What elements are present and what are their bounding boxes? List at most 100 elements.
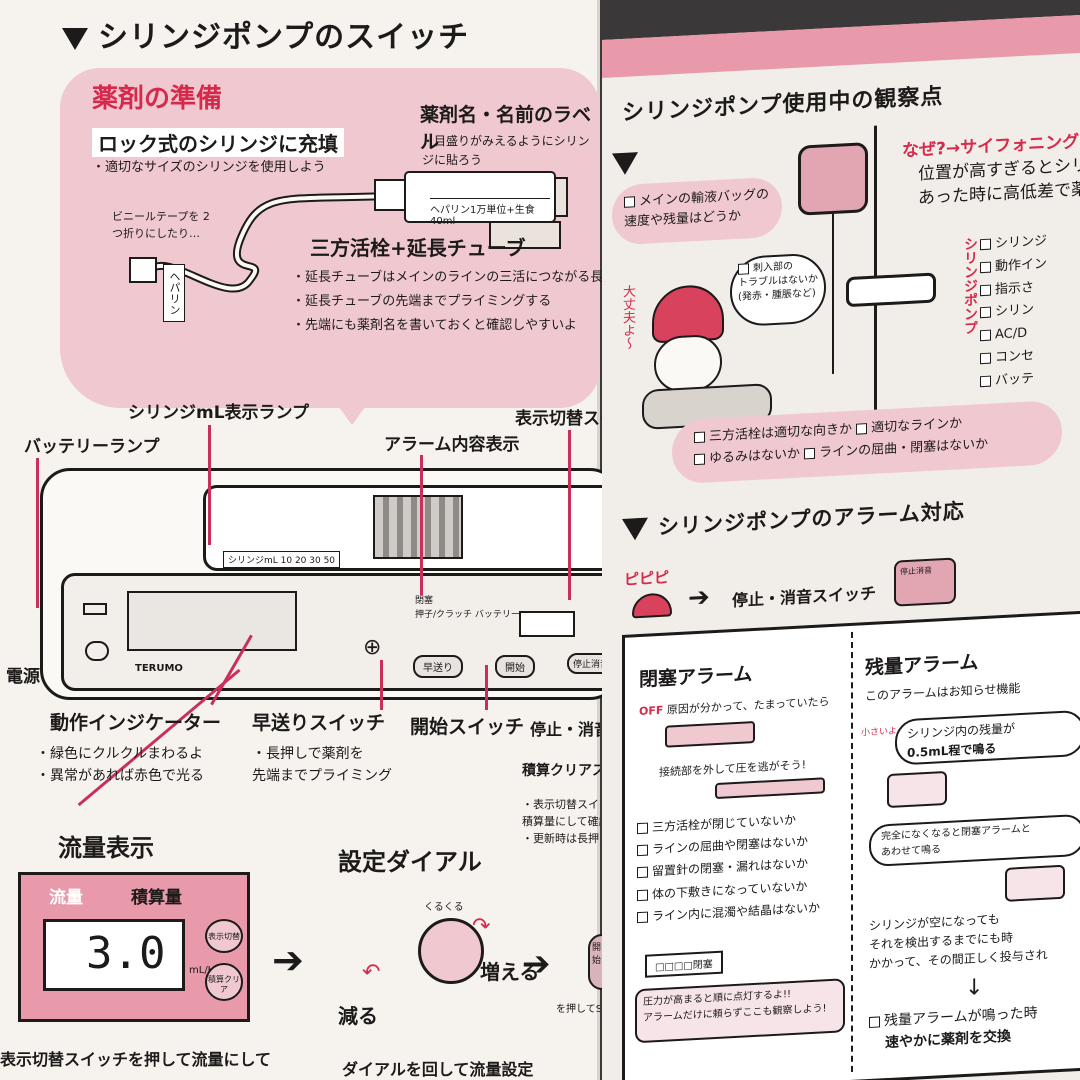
remaining-bubble-1: シリンジ内の残量が 0.5mL程で鳴る bbox=[895, 709, 1080, 766]
triangle-bullet-icon bbox=[62, 27, 88, 50]
tape-note: ビニールテープを 2つ折りにしたり… bbox=[112, 210, 210, 241]
syringe-pump-illustration: シリンジmL 10 20 30 50 ⊕ TERUMO 閉塞 押子/クラッチ バ… bbox=[40, 468, 623, 700]
callout-pointer-icon bbox=[330, 395, 374, 425]
rate-value: 3.0 bbox=[86, 928, 166, 979]
checkbox-icon bbox=[637, 889, 648, 901]
remaining-heading: 残量アラーム bbox=[865, 651, 979, 680]
label-fast-forward: 早送りスイッチ bbox=[252, 712, 386, 734]
label-stop: 停止・消音スイッチ bbox=[530, 720, 600, 739]
display-switch-button[interactable]: 表示切替 bbox=[205, 919, 243, 953]
occlusion-release: 接続部を外して圧を逃がそう! bbox=[659, 758, 807, 780]
flow-display-panel: 流量 積算量 3.0 mL/H 表示切替 積算クリア bbox=[18, 872, 250, 1022]
checkbox-icon bbox=[624, 196, 635, 208]
indicator-notes: ・緑色にクルクルまわるよ ・異常があれば赤色で光る bbox=[36, 744, 204, 787]
crosshair-icon: ⊕ bbox=[363, 635, 382, 660]
leader-line bbox=[36, 458, 39, 608]
curve-arrow-icon: ↶ bbox=[362, 960, 381, 985]
clear-notes: ・表示切替スイッチで 積算量にして確認 ・更新時は長押しで bbox=[522, 796, 600, 847]
leader-line bbox=[380, 660, 383, 710]
syringe-tube-illustration bbox=[129, 171, 568, 293]
decrease-label: 減る bbox=[338, 1004, 378, 1028]
checkbox-icon bbox=[637, 866, 648, 879]
remaining-bubble-2: 完全になくなると閉塞アラームと あわせて鳴る bbox=[869, 813, 1080, 868]
power-button[interactable] bbox=[85, 641, 109, 661]
syringe-face-icon bbox=[887, 770, 947, 809]
fast-forward-button[interactable]: 早送り bbox=[413, 655, 463, 678]
alarm-box: 閉塞アラーム OFF 原因が分かって、たまっていたら 接続部を外して圧を逃がそう… bbox=[622, 610, 1080, 1080]
stopcock-note: ・先端にも薬剤名を書いておくと確認しやすいよ bbox=[292, 318, 577, 334]
divider bbox=[851, 631, 853, 1072]
page-header-strip bbox=[602, 14, 1080, 78]
checkbox-icon bbox=[980, 306, 991, 319]
section-title-observation-row bbox=[612, 150, 648, 177]
checkbox-icon bbox=[980, 238, 991, 251]
total-clear-button[interactable]: 積算クリア bbox=[205, 963, 243, 1001]
checkbox-icon bbox=[980, 329, 991, 342]
section-title-switches: シリンジポンプのスイッチ bbox=[62, 12, 469, 56]
rate-display bbox=[519, 611, 575, 637]
label-start: 開始スイッチ bbox=[410, 716, 525, 738]
spin-note: くるくる bbox=[424, 902, 464, 913]
site-check: 刺入部の トラブルはないか (発赤・腫脹など) bbox=[738, 260, 818, 303]
syringe-face-icon bbox=[1005, 864, 1065, 902]
rate-unit: mL/H bbox=[189, 965, 216, 976]
leader-line bbox=[568, 430, 571, 600]
rate-label: 流量 bbox=[49, 888, 83, 908]
lock-note: ・適切なサイズのシリンジを使用しよう bbox=[92, 160, 326, 175]
remaining-final: 残量アラームが鳴った時 速やかに薬剤を交換 bbox=[869, 1000, 1080, 1056]
stopcock-notes: ・延長チューブはメインのラインの三活につながる長さのものを ・延長チューブの先端… bbox=[292, 268, 602, 336]
alarm-item: 押子/クラッチ bbox=[415, 609, 473, 620]
checkbox-icon bbox=[856, 423, 868, 435]
checkbox-icon bbox=[804, 447, 816, 460]
label-power: 電源 bbox=[6, 667, 40, 687]
occlusion-lamp: □□□□閉塞 bbox=[645, 950, 723, 978]
increase-label: 増える bbox=[480, 960, 540, 984]
dial-heading: 設定ダイアル bbox=[338, 848, 482, 876]
iv-bag-icon bbox=[798, 142, 868, 216]
dial-knob-icon bbox=[418, 918, 484, 984]
checkbox-icon bbox=[637, 822, 648, 835]
remaining-sub: このアラームはお知らせ機能 bbox=[865, 681, 1021, 704]
note-line: ・緑色にクルクルまわるよ bbox=[36, 746, 204, 762]
checkbox-icon bbox=[980, 352, 991, 364]
label-heading: 薬剤名・名前のラベル bbox=[420, 104, 592, 153]
checkbox-icon bbox=[694, 453, 705, 466]
arrow-right-icon: ➔ bbox=[272, 938, 304, 982]
remaining-text-3: シリンジが空になっても それを検出するまでにも時 かかって、その間正しく投与され bbox=[869, 906, 1080, 975]
patient-speech: 大丈夫よ〜 bbox=[620, 284, 635, 351]
tape-tag: ヘパリン bbox=[163, 264, 185, 322]
checkbox-icon bbox=[738, 262, 749, 275]
rate-screen: 3.0 bbox=[43, 919, 185, 991]
mini-pump-icon bbox=[846, 272, 936, 308]
curve-arrow-icon: ↷ bbox=[472, 914, 491, 939]
arrow-right-icon: ➔ bbox=[522, 944, 551, 984]
flow-heading: 流量表示 bbox=[58, 834, 154, 862]
note-line: 積算量にして確認 bbox=[522, 815, 600, 829]
occlusion-checklist: 三方活栓が閉じていないか ラインの屈曲や閉塞はないか 留置針の閉塞・漏れはないか… bbox=[637, 808, 820, 929]
stop-switch-button-icon: 停止消音 bbox=[894, 557, 956, 607]
triangle-bullet-icon bbox=[612, 152, 638, 176]
alarm-item: 閉塞 bbox=[415, 596, 434, 606]
label-syringe-lamp: シリンジmL表示ランプ bbox=[128, 403, 310, 423]
why-text: 位置が高すぎるとシリンジ あった時に高低差で薬 bbox=[918, 153, 1080, 211]
arrow-right-icon: ➔ bbox=[688, 582, 710, 614]
checkbox-icon bbox=[980, 284, 991, 296]
press-note: を押してSTART bbox=[556, 1004, 600, 1015]
flow-caption: 表示切替スイッチを押して流量にして bbox=[0, 1050, 272, 1069]
checkbox-icon bbox=[637, 911, 648, 923]
patient-face-icon bbox=[654, 333, 722, 394]
lock-heading: ロック式のシリンジに充填 bbox=[92, 128, 344, 157]
note-line: ・異常があれば赤色で光る bbox=[36, 767, 204, 784]
leader-line bbox=[420, 455, 423, 595]
battery-lamp bbox=[83, 603, 107, 615]
alarm-light-icon bbox=[632, 592, 672, 619]
occlusion-cause: OFF 原因が分かって、たまっていたら bbox=[639, 695, 830, 719]
syringe-label: ヘパリン1万単位+生食40ml bbox=[430, 198, 550, 227]
syringe-icon bbox=[665, 720, 755, 748]
start-button[interactable]: 開始 bbox=[495, 655, 535, 678]
section-title-alarm: シリンジポンプのアラーム対応 bbox=[622, 495, 965, 543]
remaining-tiny: 小さいよ bbox=[861, 726, 897, 739]
checkbox-icon bbox=[869, 1015, 880, 1028]
label-battery-lamp: バッテリーランプ bbox=[24, 437, 160, 457]
alarm-sound: ピピピ bbox=[624, 568, 670, 589]
